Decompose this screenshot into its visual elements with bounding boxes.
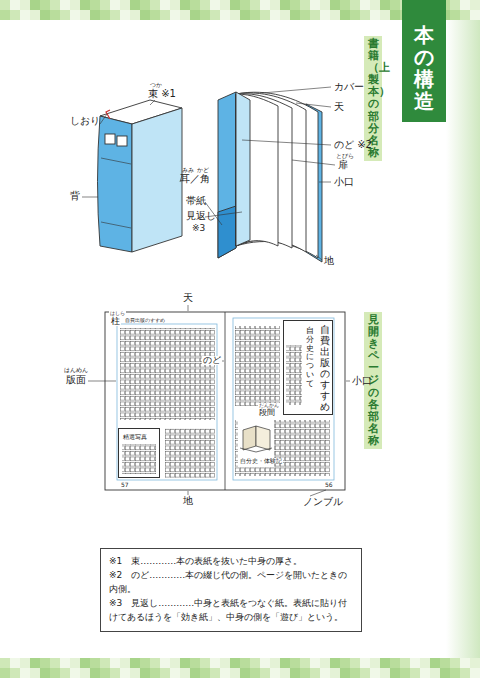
small-label: つか [150, 82, 162, 88]
part-label: 見返し [186, 211, 216, 221]
part-label: 小口 [334, 177, 354, 187]
part-label: 小口 [352, 376, 372, 386]
part-label: 扉 [338, 160, 348, 170]
node-title: 自費出版のすすめ [320, 324, 330, 412]
node-text: ※3 見返し…………中身と表紙をつなぐ紙。表紙に貼り付けてあるほうを「効き紙」、… [109, 597, 353, 625]
part-label: カバー [334, 82, 364, 92]
small-label: 自分史・体験記 [239, 458, 283, 464]
node-title: 精選写真 [123, 433, 147, 440]
part-label: しおり [70, 116, 100, 126]
part-label: 段間 [258, 409, 276, 417]
leader-line [205, 87, 335, 260]
part-label: 背 [70, 191, 80, 201]
leader-line [88, 305, 350, 496]
part-label: のど ※2 [334, 140, 372, 150]
part-label: 天 [183, 293, 193, 303]
small-label: みみ [182, 167, 194, 173]
node-title: ※1 束…………本の表紙を抜いた中身の厚さ。 [109, 555, 353, 569]
node-text: ※2 のど…………本の綴じ代の側。ページを開いたときの内側。 [109, 569, 353, 597]
part-label: ※3 [192, 224, 205, 233]
part-label: 帯紙 [186, 196, 206, 206]
side-strip [446, 0, 480, 678]
part-label: 地 [183, 496, 193, 506]
small-label: はんめん [64, 367, 88, 373]
part-label: 柱 [110, 317, 121, 326]
part-label: 版面 [66, 375, 86, 385]
part-label: ノンブル [303, 497, 343, 507]
small-label: はしら [109, 311, 126, 316]
spread [105, 312, 345, 490]
node-title: 本の構造 [414, 24, 434, 112]
open-book [218, 92, 322, 262]
part-label: 束 ※1 [148, 89, 176, 99]
check-band [0, 658, 480, 678]
part-label: 耳／角 [180, 174, 210, 184]
title-box: 自費出版のすすめ自分史について [283, 320, 333, 415]
part-label: 天 [334, 102, 344, 112]
section-tab: 本の構造 [402, 0, 446, 122]
node-text: 自分史について [306, 327, 314, 389]
part-label: 地 [324, 256, 334, 266]
small-label: かど [197, 167, 209, 173]
small-label: だんかん [258, 403, 280, 408]
leader-line [82, 100, 182, 197]
part-label: のど [202, 356, 222, 365]
small-label: 56 [324, 482, 334, 488]
photo-box: 精選写真 [118, 428, 160, 478]
footnote-box: ※1 束…………本の表紙を抜いた中身の厚さ。※2 のど…………本の綴じ代の側。ペ… [100, 548, 362, 632]
small-label: 自費出版のすすめ [124, 318, 166, 323]
small-label: とびら [336, 153, 354, 159]
closed-book [98, 100, 183, 252]
small-label: 57 [120, 482, 130, 488]
